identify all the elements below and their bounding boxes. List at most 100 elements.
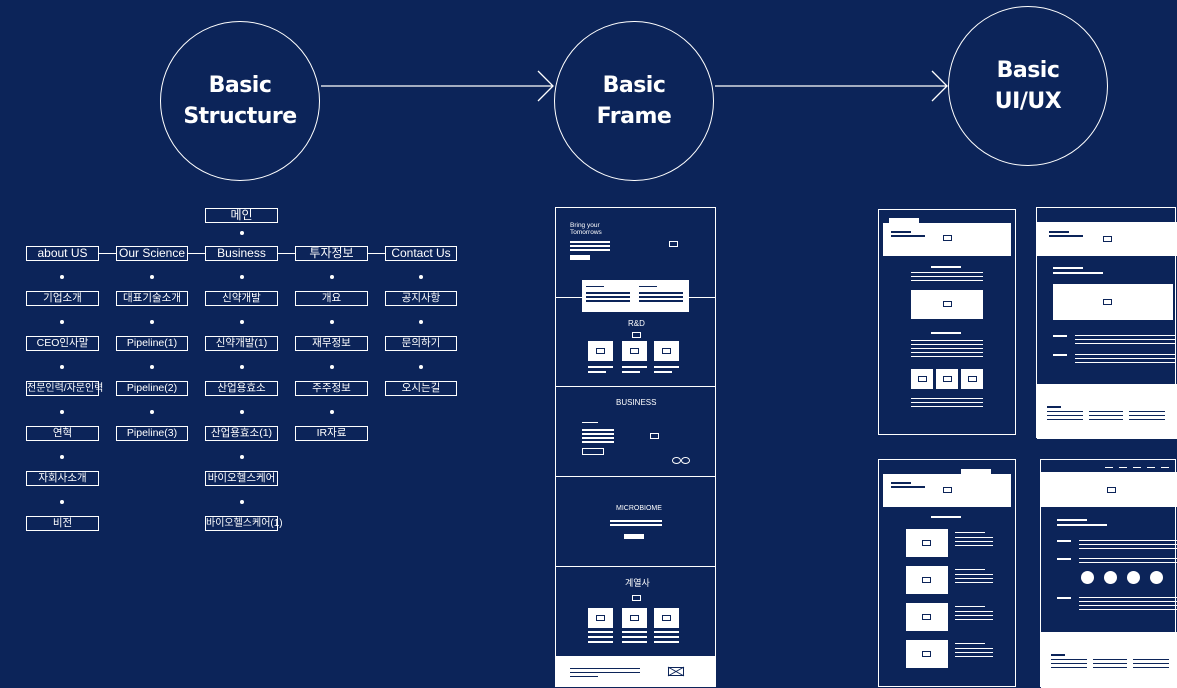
section-microbiome-title: MICROBIOME — [616, 505, 662, 512]
image-icon — [922, 577, 931, 583]
text-line — [1047, 411, 1083, 412]
text-line — [639, 300, 683, 302]
connector-dot — [419, 275, 423, 279]
text-line — [955, 574, 993, 575]
text-line — [955, 611, 993, 612]
text-line — [955, 615, 993, 616]
text-line — [610, 520, 662, 522]
text-line — [1057, 519, 1087, 521]
sitemap-item: 재무정보 — [295, 336, 368, 351]
microbiome-button — [624, 534, 644, 539]
uiux-mockup-2 — [1036, 207, 1177, 439]
header-bar — [961, 469, 991, 474]
connector-dot — [60, 410, 64, 414]
nav-line — [1147, 467, 1155, 468]
text-line — [911, 340, 983, 341]
text-line — [1053, 267, 1083, 269]
text-line — [891, 235, 925, 237]
text-line — [1051, 659, 1087, 660]
text-line — [622, 631, 647, 633]
text-line — [654, 641, 679, 643]
text-line — [911, 402, 983, 403]
text-line — [955, 619, 993, 620]
text-line — [931, 266, 961, 268]
connector-line — [188, 253, 205, 254]
footer — [556, 656, 715, 687]
image-icon — [943, 376, 952, 382]
text-line — [588, 641, 613, 643]
image-icon — [922, 614, 931, 620]
text-line — [639, 292, 683, 294]
connector-line — [99, 253, 116, 254]
image-card — [1053, 284, 1173, 320]
text-line — [955, 656, 993, 657]
uiux-mockup-1 — [878, 209, 1016, 435]
image-card — [588, 608, 613, 628]
hero-banner — [883, 474, 1011, 507]
image-icon — [918, 376, 927, 382]
arrow-icon — [715, 70, 948, 102]
text-line — [570, 668, 640, 669]
connector-dot — [239, 231, 244, 235]
connector-dot — [60, 275, 64, 279]
sitemap-item: Pipeline(2) — [116, 381, 188, 396]
image-card — [906, 529, 948, 557]
text-line — [1079, 548, 1177, 549]
image-card — [622, 608, 647, 628]
text-line — [1079, 558, 1177, 559]
text-line — [622, 366, 647, 368]
sitemap-item: 연혁 — [26, 426, 99, 441]
sitemap-item: 바이오헬스케어(1) — [205, 516, 283, 531]
image-icon — [968, 376, 977, 382]
footer — [1041, 632, 1177, 688]
image-icon — [943, 235, 952, 241]
connector-dot — [419, 365, 423, 369]
text-line — [955, 569, 985, 570]
image-icon — [662, 348, 671, 354]
image-icon — [1103, 299, 1112, 305]
image-icon — [630, 348, 639, 354]
image-icon — [662, 615, 671, 621]
text-line — [955, 643, 985, 644]
image-icon — [596, 348, 605, 354]
text-line — [1049, 235, 1083, 237]
connector-dot — [239, 410, 244, 414]
text-line — [955, 545, 993, 546]
sitemap-item: CEO인사말 — [26, 336, 99, 351]
connector-dot — [329, 275, 334, 279]
text-line — [1057, 558, 1071, 560]
text-line — [654, 636, 679, 638]
text-line — [955, 652, 993, 653]
text-line — [1079, 544, 1177, 545]
divider — [556, 566, 715, 567]
logo-placeholder-icon — [667, 666, 685, 677]
text-line — [1075, 335, 1175, 336]
text-line — [1089, 411, 1123, 412]
circle-item — [1150, 571, 1163, 584]
text-line — [570, 241, 610, 243]
text-line — [955, 532, 985, 533]
sitemap-item: 바이오헬스케어 — [205, 471, 278, 486]
notice-card — [582, 280, 689, 312]
image-icon — [596, 615, 605, 621]
connector-line — [278, 253, 295, 254]
text-line — [1133, 659, 1169, 660]
image-icon — [650, 433, 659, 439]
text-line — [1079, 540, 1177, 541]
text-line — [622, 371, 640, 373]
text-line — [588, 631, 613, 633]
step-title-line1: Basic — [208, 73, 272, 98]
text-line — [1075, 362, 1175, 363]
nav-line — [1105, 467, 1113, 468]
text-line — [931, 516, 961, 518]
text-line — [654, 371, 672, 373]
text-line — [1093, 659, 1127, 660]
connector-dot — [60, 455, 64, 459]
text-line — [1093, 667, 1127, 668]
sitemap-item: 산업용효소 — [205, 381, 278, 396]
text-line — [622, 636, 647, 638]
image-icon — [630, 615, 639, 621]
